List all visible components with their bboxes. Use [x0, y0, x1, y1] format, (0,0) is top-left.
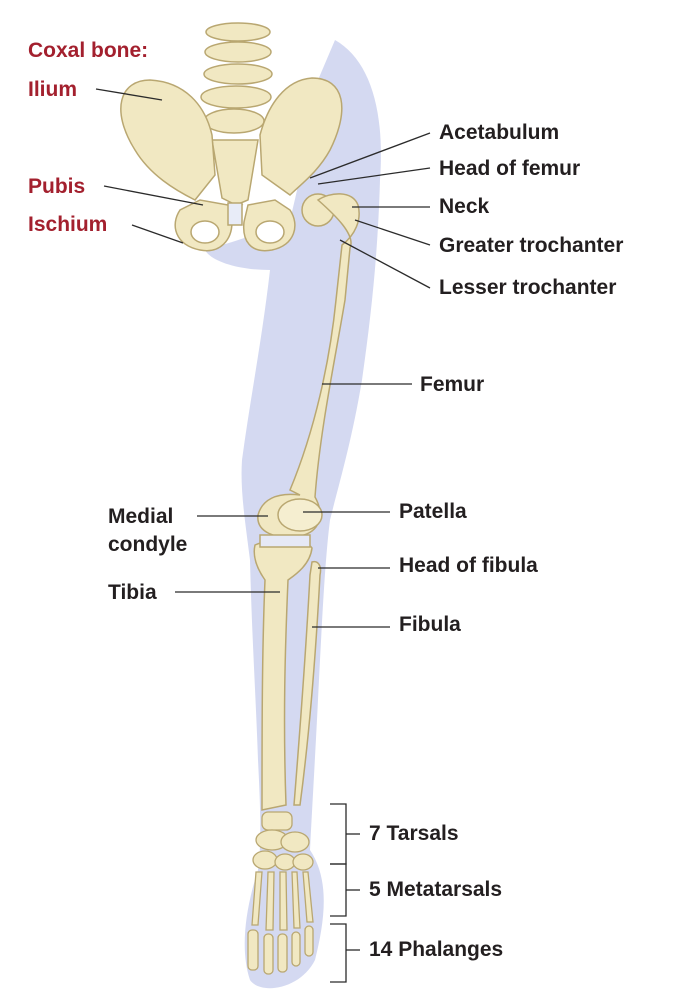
label-medial-condyle-line2: condyle: [108, 533, 188, 556]
label-medial-condyle: Medial condyle: [108, 503, 187, 559]
pelvis: [120, 77, 343, 252]
label-coxal-bone: Coxal bone:: [28, 39, 149, 62]
label-greater-trochanter: Greater trochanter: [439, 234, 624, 257]
ilium-right: [259, 77, 343, 196]
label-lesser-trochanter: Lesser trochanter: [439, 276, 617, 299]
label-acetabulum: Acetabulum: [439, 121, 560, 144]
label-head-of-fibula: Head of fibula: [399, 554, 538, 577]
label-ilium: Ilium: [28, 78, 78, 101]
label-tibia: Tibia: [108, 581, 157, 604]
ilium-left: [120, 79, 216, 201]
label-neck: Neck: [439, 195, 490, 218]
lower-leg: [253, 534, 322, 811]
tibia-shape: [253, 539, 313, 811]
fibula-shape: [293, 560, 322, 806]
lumbar-spine: [200, 22, 273, 217]
label-phalanges: 14 Phalanges: [369, 938, 504, 961]
label-tarsals: 7 Tarsals: [369, 822, 459, 845]
label-ischium: Ischium: [28, 213, 108, 236]
leader-lines: [95, 88, 431, 983]
label-fibula: Fibula: [399, 613, 461, 636]
label-medial-condyle-line1: Medial: [108, 505, 174, 528]
label-femur: Femur: [420, 373, 485, 396]
foot: [247, 811, 314, 975]
label-metatarsals: 5 Metatarsals: [369, 878, 503, 901]
femur: [257, 193, 360, 538]
label-head-of-femur: Head of femur: [439, 157, 581, 180]
label-patella: Patella: [399, 500, 467, 523]
label-pubis: Pubis: [28, 175, 86, 198]
